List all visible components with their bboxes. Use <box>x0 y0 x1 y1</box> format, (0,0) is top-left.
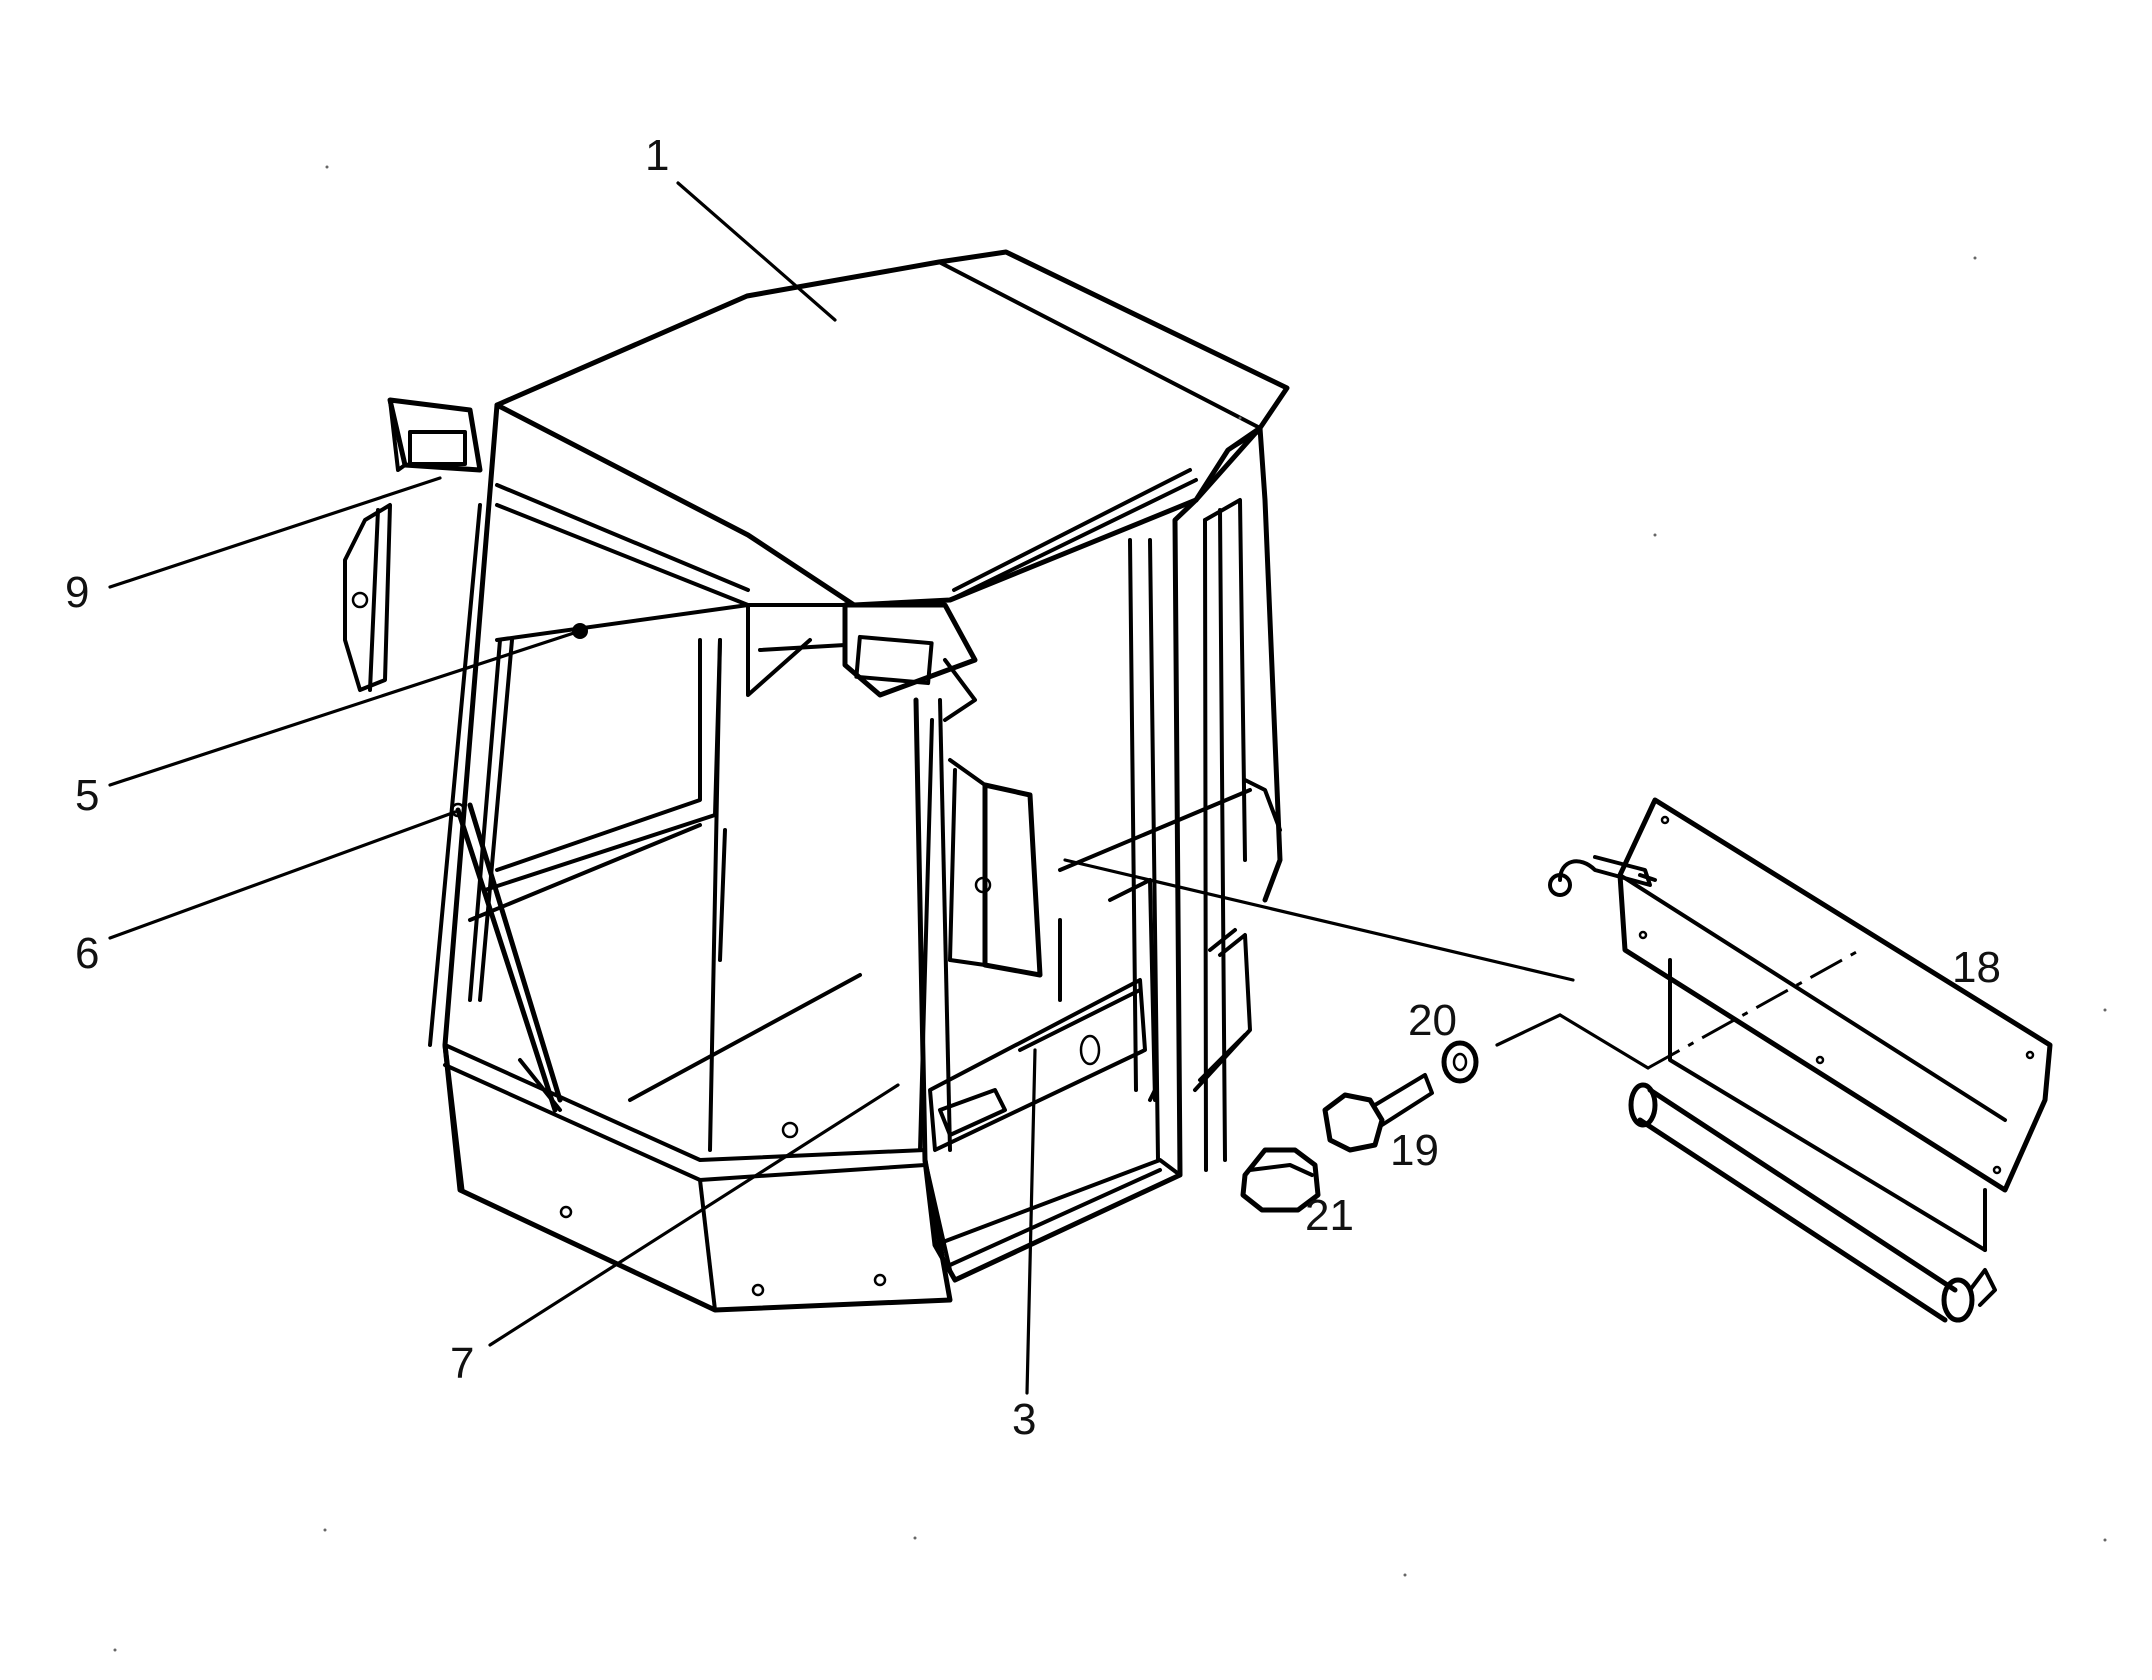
callout-5: 5 <box>75 771 99 820</box>
cab-front-frame <box>428 402 927 1193</box>
cab-side-panel <box>1058 425 1283 1172</box>
side-mirror-center <box>948 758 1043 978</box>
sun-blind-assembly <box>1548 797 2053 1323</box>
work-light-left <box>387 397 483 473</box>
callout-18: 18 <box>1952 943 2001 992</box>
callout-20: 20 <box>1408 996 1457 1045</box>
right-grab-handle <box>1193 928 1252 1092</box>
work-light-center <box>842 602 978 722</box>
cab-cross-beam <box>928 978 1147 1152</box>
callout-1: 1 <box>645 131 669 180</box>
scan-specks <box>113 165 2107 1652</box>
leader-lines <box>108 181 1861 1395</box>
callout-3: 3 <box>1012 1395 1036 1444</box>
wiper-left <box>450 638 563 1113</box>
callout-labels: 1 3 5 6 7 9 18 19 20 21 <box>65 131 2001 1444</box>
callout-21: 21 <box>1305 1191 1354 1240</box>
callout-7: 7 <box>450 1339 474 1388</box>
left-mirror <box>343 503 392 692</box>
callout-9: 9 <box>65 568 89 617</box>
callout-19: 19 <box>1390 1126 1439 1175</box>
washer-20 <box>1441 1040 1479 1084</box>
cab-lower-panels <box>442 1042 1182 1313</box>
nut-21 <box>1240 1147 1321 1213</box>
bolt-19 <box>1322 1073 1434 1153</box>
cab-roof <box>494 249 1290 608</box>
callout-6: 6 <box>75 929 99 978</box>
